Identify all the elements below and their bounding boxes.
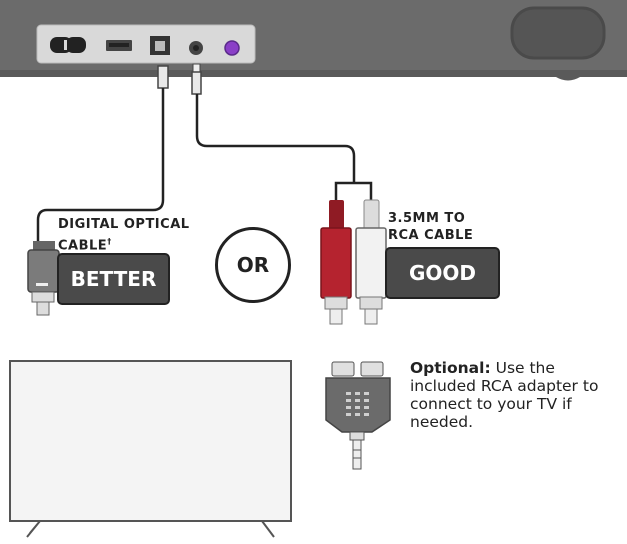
adapter-note-text: Use the included RCA adapter to connect … [410, 359, 599, 431]
optical-label-line2-wrap: CABLE† [58, 233, 190, 254]
rca-label-line1: 3.5MM TO [388, 211, 466, 226]
optical-label-line1: DIGITAL OPTICAL [58, 217, 190, 232]
rca-label-line2: RCA CABLE [388, 228, 474, 243]
aux-cable [191, 63, 373, 200]
good-badge: GOOD [385, 247, 500, 299]
adapter-note: Optional: Use the included RCA adapter t… [410, 359, 625, 431]
optical-plug-icon [27, 241, 60, 316]
tv-icon [9, 360, 292, 538]
optical-cable-label: DIGITAL OPTICAL CABLE† [58, 216, 190, 254]
purple-led-icon [224, 40, 240, 56]
usb-port-icon [106, 40, 132, 51]
footnote-mark: † [107, 237, 112, 246]
adapter-note-emphasis: Optional: [410, 359, 491, 377]
rca-red-plug-icon [320, 200, 352, 325]
aux-port-icon [189, 41, 203, 55]
better-badge: BETTER [57, 253, 170, 305]
rca-cable-label: 3.5MM TO RCA CABLE [388, 210, 473, 244]
rca-adapter-icon [325, 361, 391, 470]
rca-white-plug-icon [355, 199, 387, 325]
or-label: OR [236, 253, 270, 277]
better-label: BETTER [70, 267, 157, 291]
good-label: GOOD [408, 261, 477, 285]
power-port-icon [50, 37, 86, 53]
port-panel [36, 24, 256, 64]
optical-port-icon [150, 36, 170, 55]
optical-label-line2: CABLE [58, 238, 108, 254]
optical-cable [36, 65, 169, 244]
or-separator: OR [215, 227, 291, 303]
